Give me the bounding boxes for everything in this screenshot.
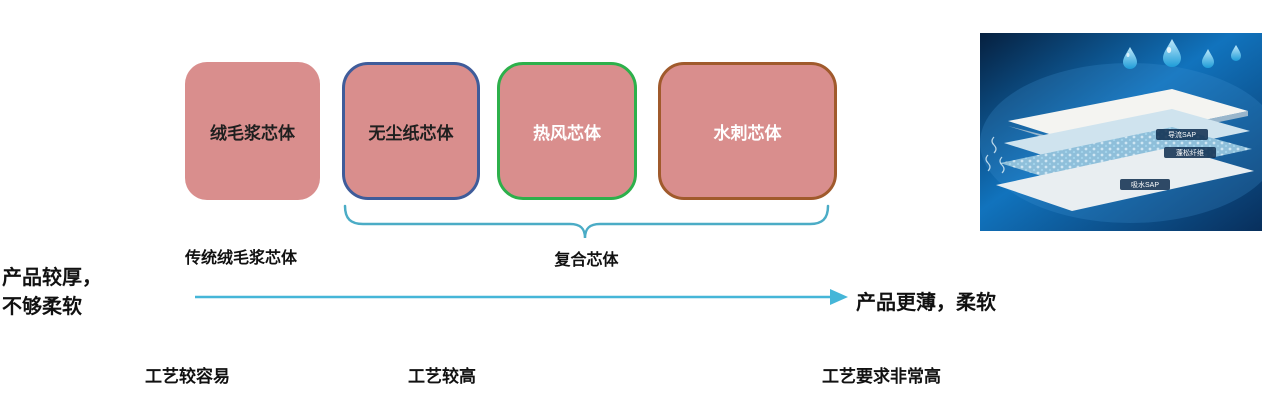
core-layers (985, 89, 1254, 211)
layer-callouts: 导流SAP 蓬松纤维 吸水SAP (1120, 129, 1216, 190)
process-label-high: 工艺较高 (408, 367, 476, 386)
core-box-dustfree-paper-label: 无尘纸芯体 (368, 123, 454, 143)
core-box-hot-air-label: 热风芯体 (533, 123, 601, 143)
core-box-dustfree-paper: 无尘纸芯体 (342, 62, 480, 200)
evolution-arrow-head (830, 289, 848, 305)
layer-label-3: 吸水SAP (1131, 180, 1159, 189)
process-label-easy: 工艺较容易 (145, 367, 230, 386)
process-label-very-high: 工艺要求非常高 (822, 367, 941, 386)
left-product-note-line1: 产品较厚， (2, 267, 102, 289)
layer-label-1: 导流SAP (1168, 130, 1196, 139)
core-box-hot-air: 热风芯体 (497, 62, 637, 200)
core-box-spunlace: 水刺芯体 (658, 62, 837, 200)
left-product-note-line2: 不够柔软 (2, 296, 82, 318)
composite-core-label: 复合芯体 (554, 252, 619, 269)
traditional-core-label: 传统绒毛浆芯体 (185, 250, 298, 267)
water-droplet-icon (1123, 39, 1241, 69)
right-product-note: 产品更薄，柔软 (856, 292, 996, 314)
left-product-note: 产品较厚， 不够柔软 (2, 264, 102, 322)
core-structure-image: 导流SAP 蓬松纤维 吸水SAP (980, 33, 1262, 231)
core-box-fluff-pulp-label: 绒毛浆芯体 (210, 123, 295, 143)
composite-brace (343, 204, 830, 239)
layer-label-2: 蓬松纤维 (1176, 148, 1204, 157)
core-box-spunlace-label: 水刺芯体 (713, 123, 782, 143)
core-box-fluff-pulp: 绒毛浆芯体 (185, 62, 320, 200)
